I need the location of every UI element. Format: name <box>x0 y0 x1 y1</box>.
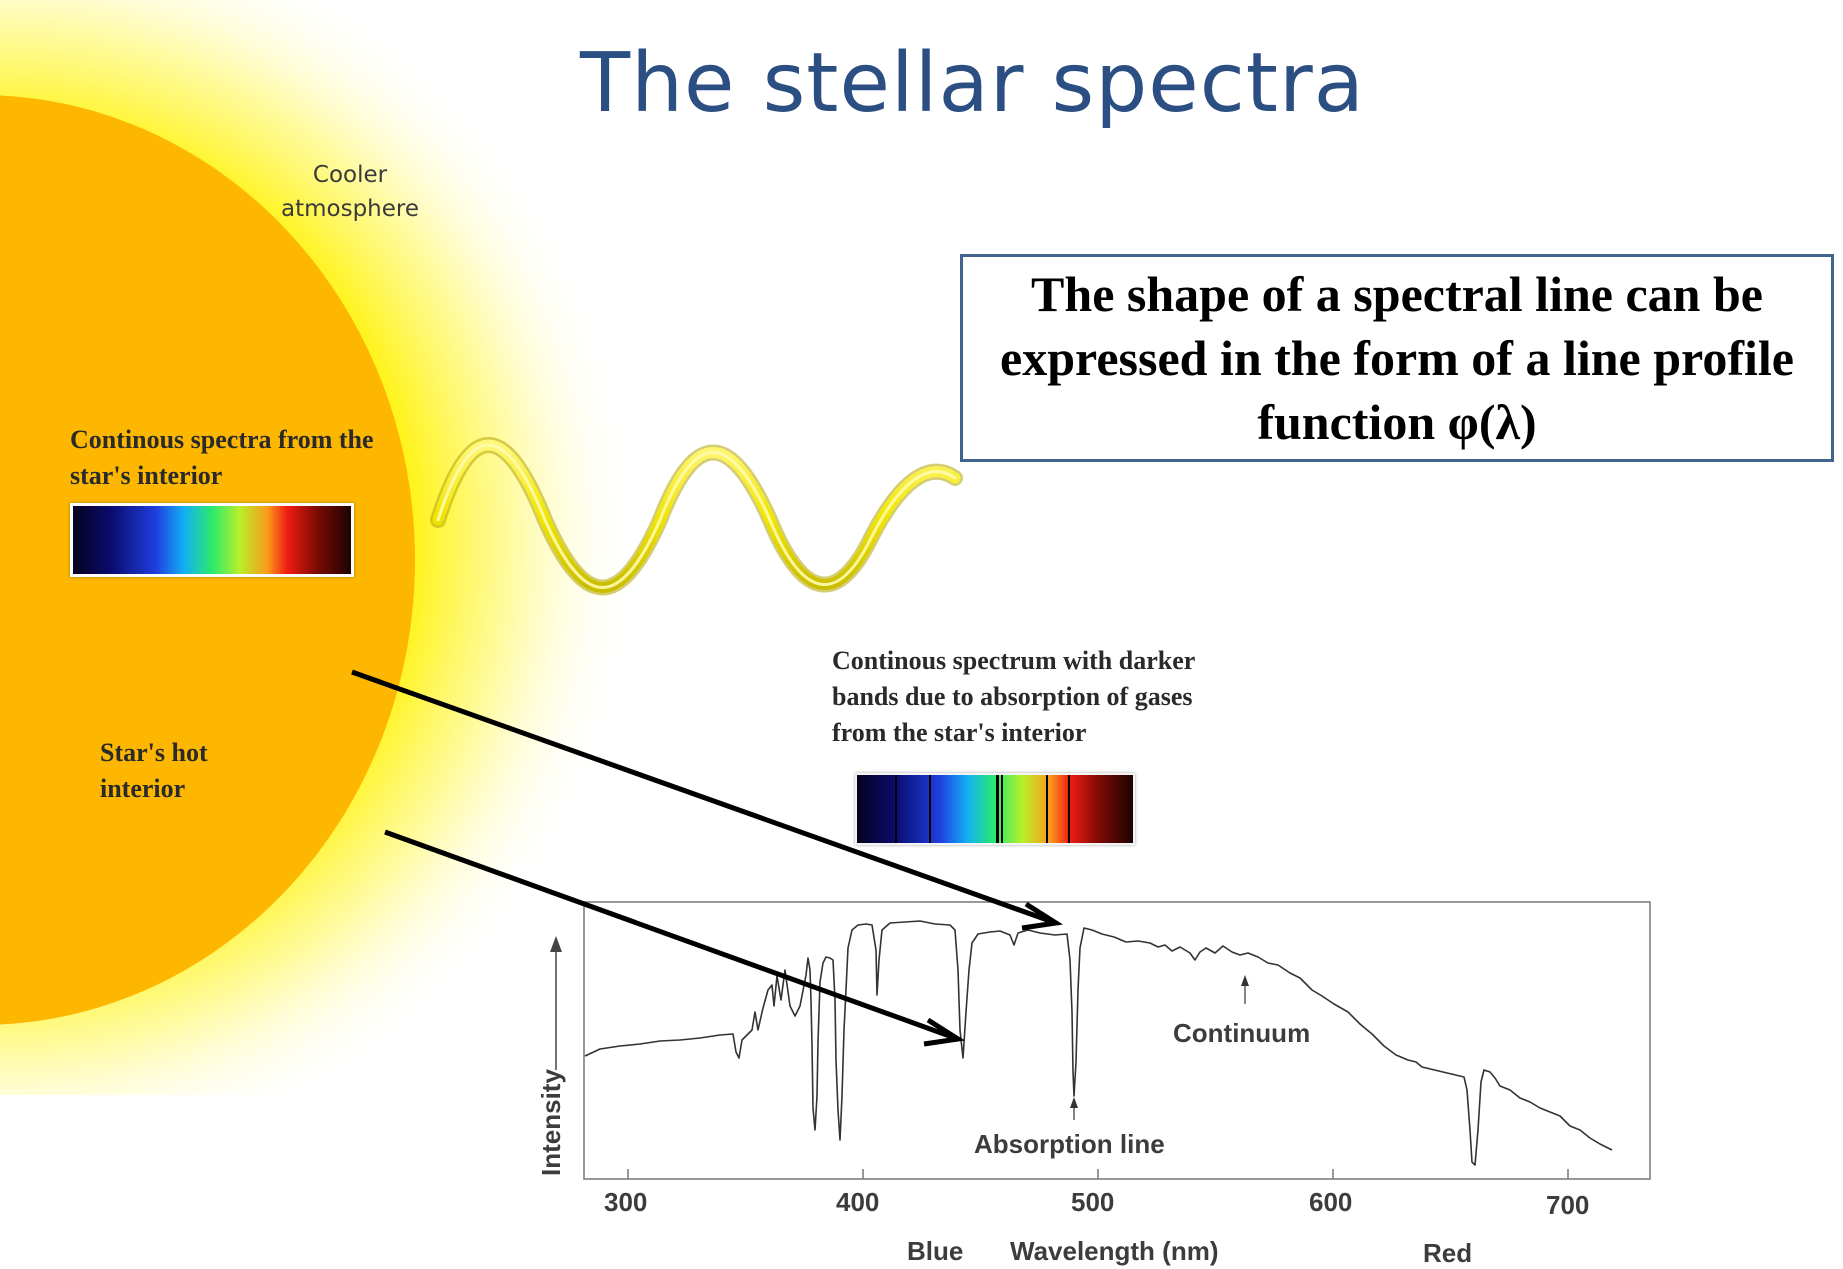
x-tick-label: 700 <box>1546 1190 1590 1220</box>
absorption-band <box>929 775 931 843</box>
absorption-band <box>1001 775 1003 843</box>
cooler-atmosphere-label: Cooler atmosphere <box>281 162 419 222</box>
continuous-interior-label: Continous spectra from the star's interi… <box>70 425 374 490</box>
absorption-spectrum-label: Continous spectrum with darker bands due… <box>832 646 1195 747</box>
absorption-band <box>895 775 897 843</box>
absorption-line-label: Absorption line <box>974 1129 1165 1159</box>
absorption-band <box>1046 775 1048 843</box>
absorption-band <box>996 775 999 843</box>
x-axis-label: Wavelength (nm) <box>1010 1236 1219 1266</box>
y-axis-label: Intensity <box>536 1069 566 1176</box>
absorption-band <box>1068 775 1070 843</box>
x-tick-label: 400 <box>836 1187 880 1217</box>
x-tick-label: 500 <box>1071 1187 1115 1217</box>
arrow-to-continuum <box>351 669 1054 925</box>
blue-label: Blue <box>907 1236 964 1266</box>
spectrum-plot <box>512 864 1843 1267</box>
y-axis-arrowhead <box>550 936 562 952</box>
arrow-to-absorption <box>384 829 956 1041</box>
plot-frame <box>583 901 1651 1180</box>
continuum-label: Continuum <box>1173 1018 1311 1048</box>
page-title: The stellar spectra <box>580 36 1365 131</box>
absorption-spectrum-strip <box>855 773 1135 845</box>
x-ticks <box>627 1169 1569 1179</box>
hot-interior-label: Star's hot interior <box>100 738 208 803</box>
callout-text: The shape of a spectral line can be expr… <box>1000 266 1794 450</box>
spectrum-curve <box>584 920 1613 1166</box>
red-label: Red <box>1423 1238 1473 1268</box>
line-profile-callout: The shape of a spectral line can be expr… <box>960 254 1834 462</box>
continuous-spectrum-strip <box>70 503 354 577</box>
x-tick-label: 600 <box>1309 1187 1353 1217</box>
x-tick-label: 300 <box>604 1187 648 1217</box>
